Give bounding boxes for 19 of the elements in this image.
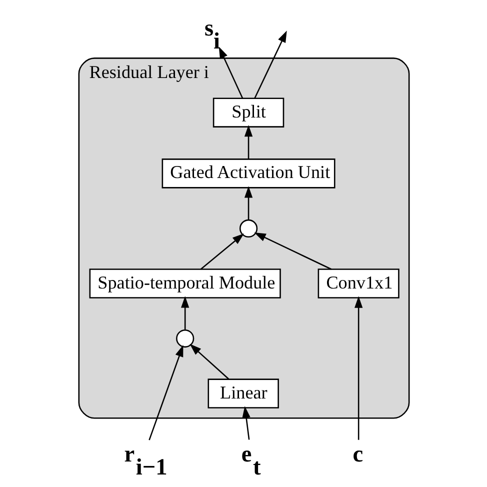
node-circle bbox=[238, 218, 258, 238]
arrow bbox=[242, 406, 250, 440]
arrow bbox=[200, 232, 244, 270]
arrow bbox=[189, 343, 229, 379]
node-box: Linear bbox=[207, 378, 278, 408]
arrow bbox=[254, 30, 286, 98]
node-box: Gated Activation Unit bbox=[161, 158, 335, 188]
arrow bbox=[354, 296, 362, 440]
arrow bbox=[254, 232, 332, 270]
arrow bbox=[244, 186, 252, 220]
arrow bbox=[180, 296, 189, 330]
arrow bbox=[148, 344, 183, 440]
node-box: Spatio-temporal Module bbox=[88, 268, 280, 298]
arrow bbox=[218, 46, 243, 98]
node-box: Conv1x1 bbox=[317, 268, 399, 298]
node-text: c bbox=[352, 440, 363, 467]
node-circle bbox=[176, 328, 194, 348]
node-box: Split bbox=[212, 97, 284, 127]
arrow bbox=[244, 124, 252, 158]
